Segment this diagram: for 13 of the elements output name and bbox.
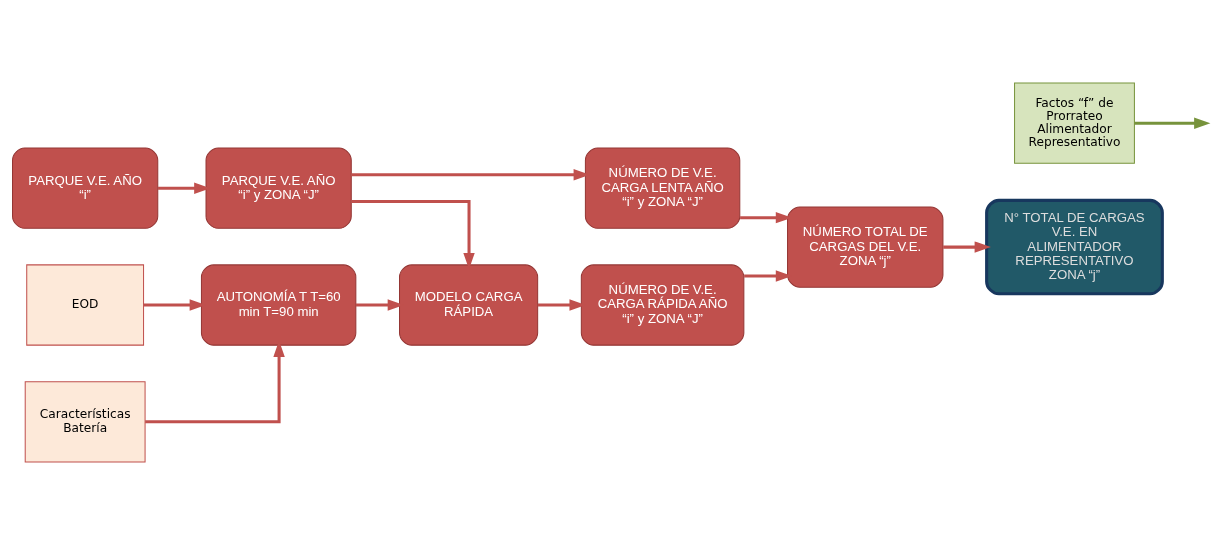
node-box: NÚMERO TOTAL DE CARGAS DEL V.E. ZONA “j” <box>787 205 944 288</box>
arrow <box>351 199 475 269</box>
node-box: MODELO CARGA RÁPIDA <box>399 263 539 346</box>
arrow <box>943 240 991 253</box>
node-box: NÚMERO DE V.E. CARGA LENTA AÑO “i” y ZONA “J” <box>584 147 741 229</box>
node-box: N° TOTAL DE CARGAS V.E. EN ALIMENTADOR REPRESENTATIVO ZONA “j” <box>985 198 1164 295</box>
node-box: AUTONOMÍA T T=60 min T=90 min <box>200 263 357 346</box>
node-box: PARQUE V.E. AÑO “i” <box>12 147 159 229</box>
node-box: PARQUE V.E. AÑO “i” y ZONA “J” <box>205 147 352 229</box>
node-box: NÚMERO DE V.E. CARGA RÁPIDA AÑO “i” y ZONA “J” <box>580 263 745 346</box>
node-box: Factos “f” de Prorrateo Alimentador Representativo <box>1014 82 1135 164</box>
node-box: EOD <box>26 263 145 346</box>
node-box: Características Batería <box>24 380 146 462</box>
